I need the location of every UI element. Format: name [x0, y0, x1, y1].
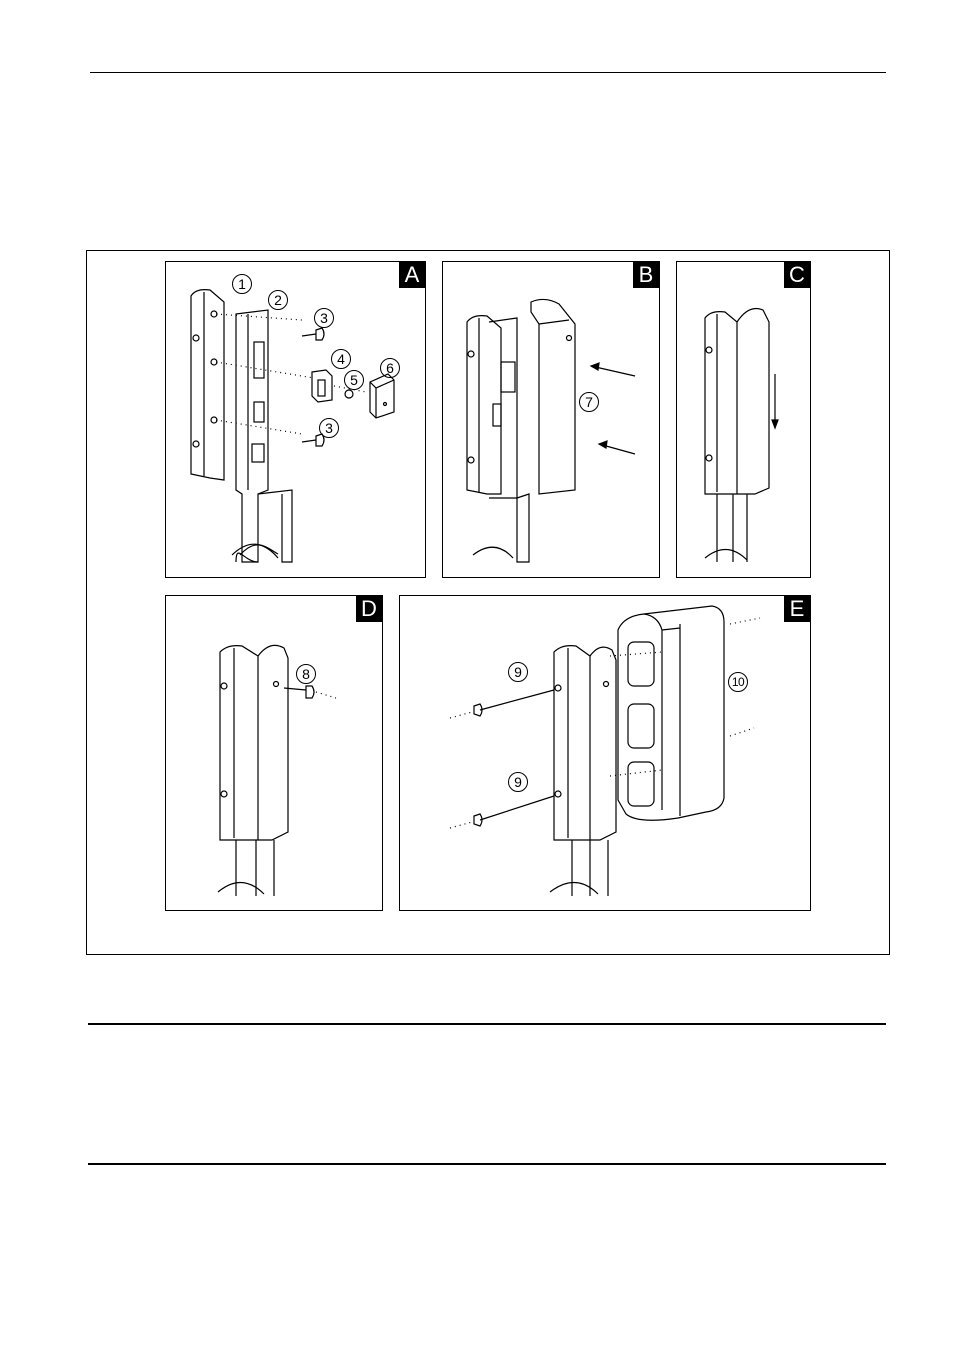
panel-e-letter: E	[784, 596, 810, 622]
panel-e-drawing	[449, 605, 761, 896]
callout-6: 6	[380, 358, 400, 378]
callout-10: 10	[728, 672, 748, 692]
callout-4: 4	[331, 349, 351, 369]
panel-b-drawing	[466, 298, 636, 563]
callout-7: 7	[579, 392, 599, 412]
panel-c-drawing	[704, 307, 779, 562]
panel-c-letter: C	[784, 262, 810, 288]
callout-5: 5	[344, 370, 364, 390]
callout-3-upper: 3	[314, 308, 334, 328]
callout-1: 1	[232, 274, 252, 294]
panel-d-letter: D	[356, 596, 382, 622]
callout-3-lower: 3	[319, 418, 339, 438]
panel-a-letter: A	[399, 262, 425, 288]
section-rule-lower	[88, 1163, 886, 1165]
panel-b: B 7	[442, 261, 660, 578]
assembly-figure-frame: A 1 2 3 4 5 6 3	[86, 250, 890, 955]
callout-9-upper: 9	[508, 662, 528, 682]
callout-9-lower: 9	[508, 772, 528, 792]
panel-d-drawing	[217, 644, 337, 896]
callout-8: 8	[296, 664, 316, 684]
panel-a: A 1 2 3 4 5 6 3	[165, 261, 426, 578]
section-rule-upper	[88, 1023, 886, 1025]
callout-2: 2	[268, 290, 288, 310]
panel-d: D 8	[165, 595, 383, 911]
panel-c: C	[676, 261, 811, 578]
header-rule	[90, 72, 886, 73]
panel-b-letter: B	[633, 262, 659, 288]
panel-e: E 9 9 10	[399, 595, 811, 911]
panel-a-drawing	[190, 289, 395, 563]
